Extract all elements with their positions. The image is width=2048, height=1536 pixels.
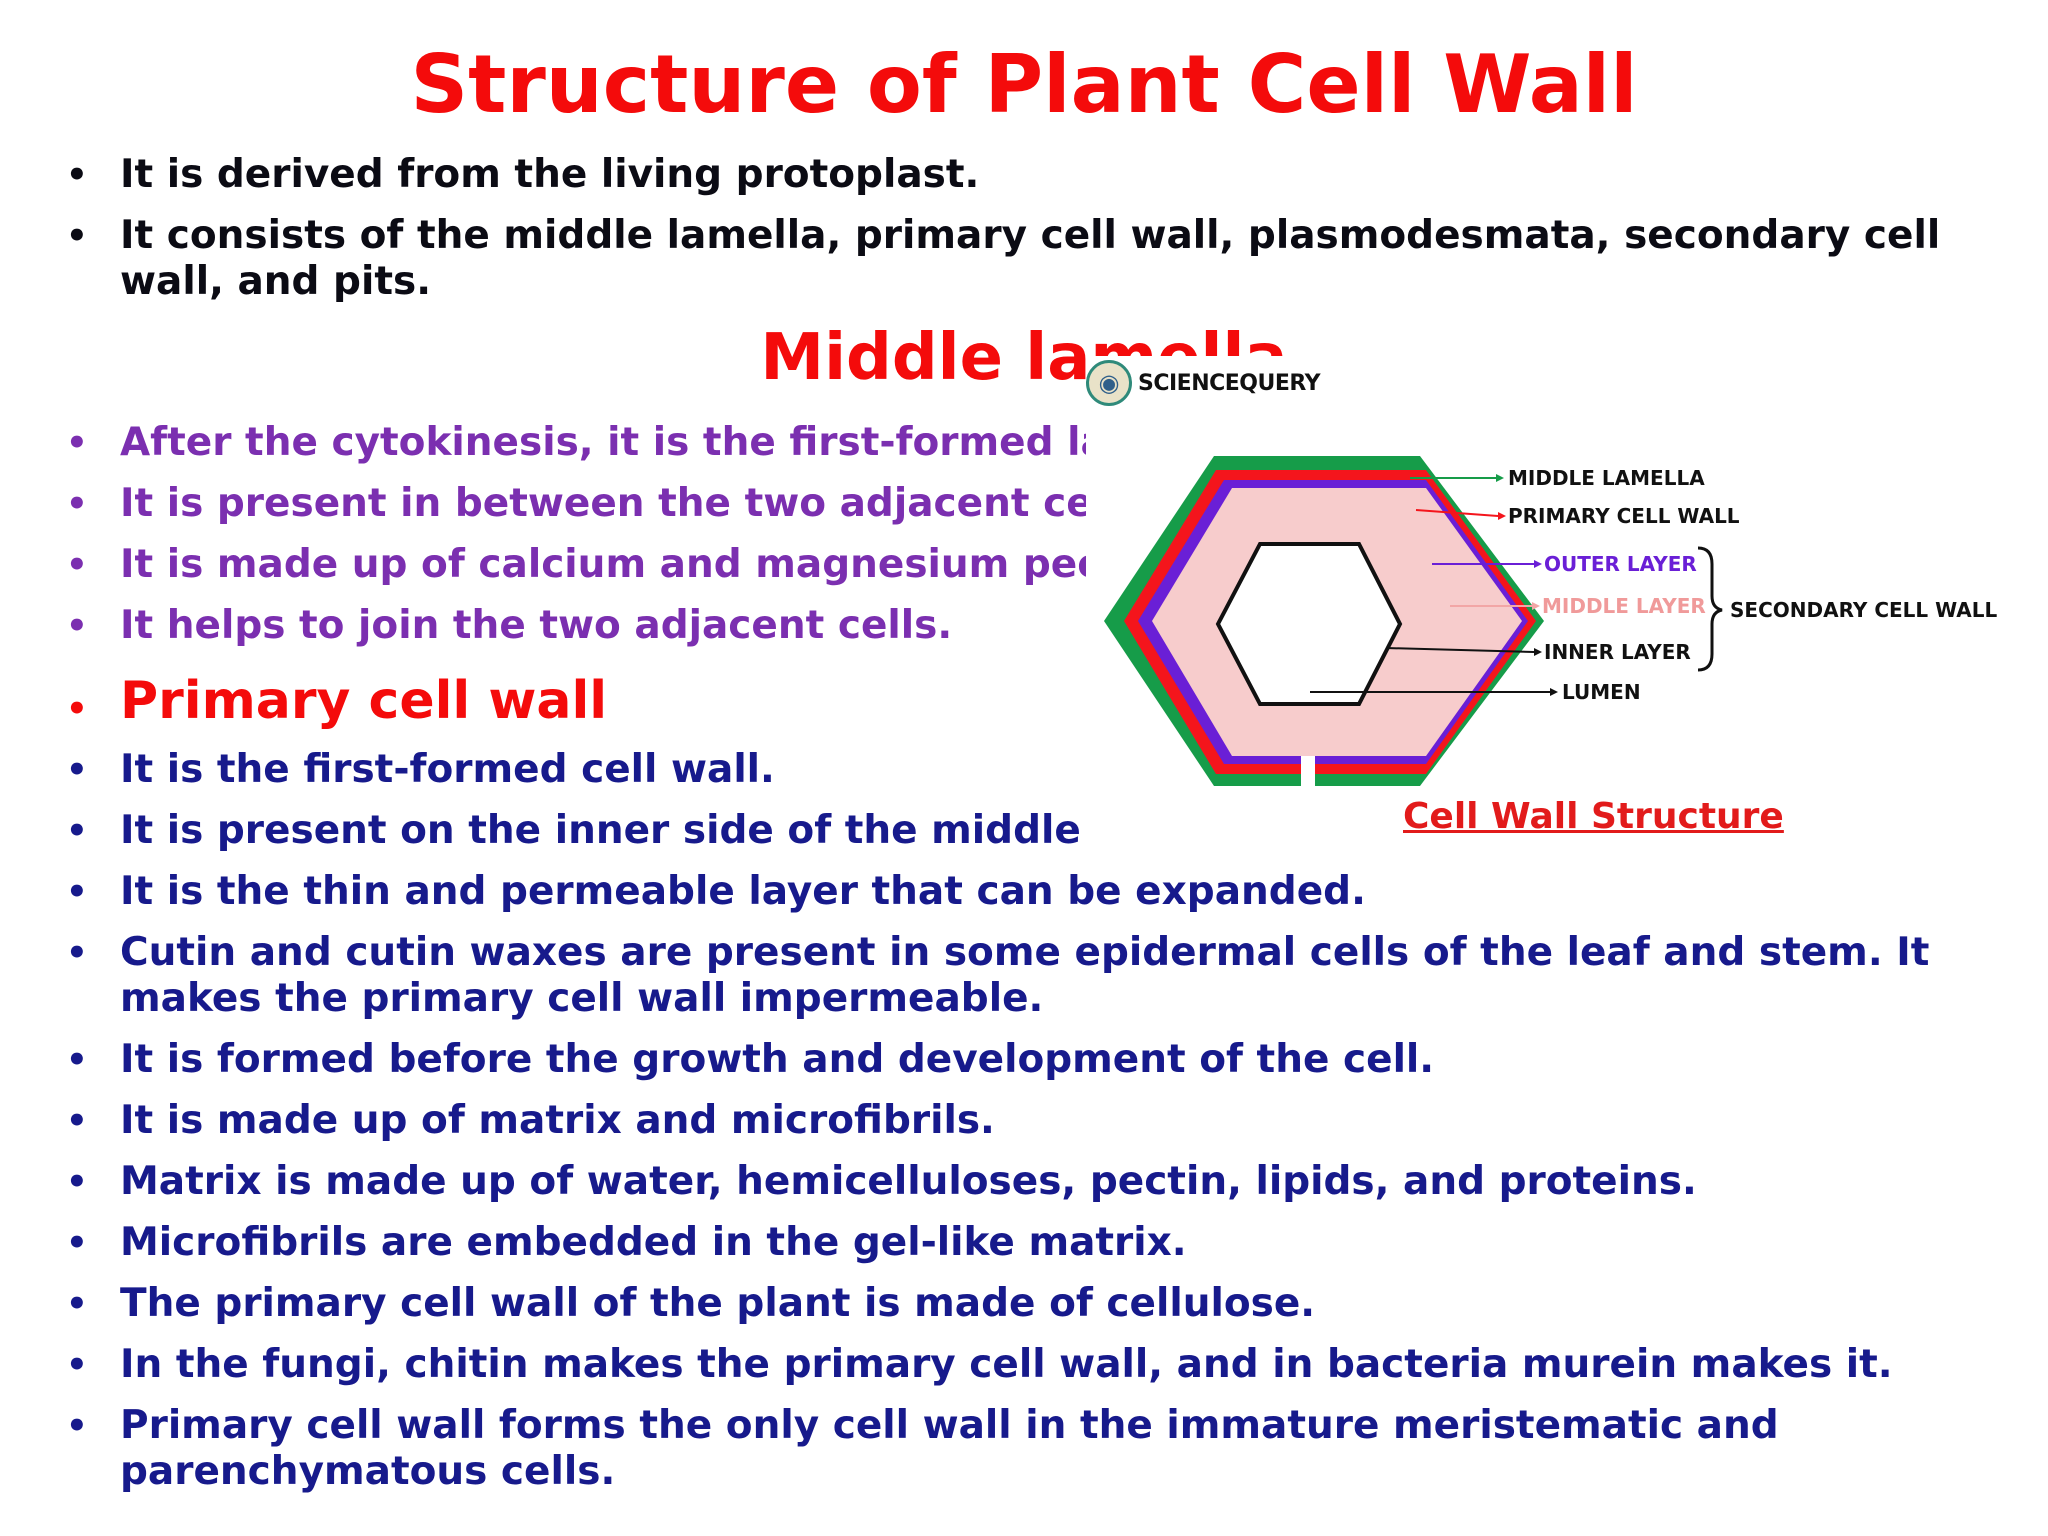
bullet-icon: • (66, 811, 88, 851)
bullet-icon: • (66, 606, 88, 646)
arrow-head-icon (1534, 560, 1542, 568)
sciencequery-logo: ◉ SCIENCEQUERY (1086, 356, 1321, 410)
primary-cell-wall-pointer (1415, 509, 1499, 517)
microscope-icon: ◉ (1086, 360, 1132, 406)
wall-gap (1301, 756, 1315, 792)
bullet-icon: • (66, 484, 88, 524)
list-item: •It is made up of matrix and microfibril… (66, 1098, 995, 1143)
lumen (1215, 542, 1403, 706)
arrow-head-icon (1534, 648, 1542, 656)
intro-list: •It is derived from the living protoplas… (0, 152, 1990, 320)
bullet-icon: • (66, 545, 88, 585)
inner-layer-pointer (1385, 647, 1535, 653)
page-title: Structure of Plant Cell Wall (410, 38, 1638, 131)
label-middle-layer: MIDDLE LAYER (1542, 594, 1706, 618)
label-primary-cell-wall: PRIMARY CELL WALL (1508, 504, 1740, 528)
list-item: •The primary cell wall of the plant is m… (66, 1281, 1316, 1326)
primary-cell-wall-list: •Primary cell wall •It is the first-form… (0, 670, 2020, 1510)
brace-icon (1697, 546, 1723, 672)
list-item: •It is made up of calcium and magnesium … (66, 542, 1120, 587)
list-item: •It is formed before the growth and deve… (66, 1037, 1435, 1082)
diagram-caption: Cell Wall Structure (1403, 796, 1784, 837)
arrow-head-icon (1496, 474, 1504, 482)
label-outer-layer: OUTER LAYER (1544, 552, 1697, 576)
list-item: •It is the thin and permeable layer that… (66, 869, 1366, 914)
bullet-icon: • (66, 1223, 88, 1263)
list-item: •It consists of the middle lamella, prim… (66, 213, 1941, 304)
bullet-icon: • (66, 1284, 88, 1324)
list-item: •It is present on the inner side of the … (66, 808, 1135, 853)
bullet-icon: • (66, 872, 88, 912)
bullet-icon: • (66, 216, 88, 256)
bullet-icon: • (66, 1406, 88, 1446)
primary-cell-wall-heading: •Primary cell wall (0, 670, 2020, 732)
arrow-head-icon (1550, 688, 1558, 696)
list-item: •After the cytokinesis, it is the first-… (66, 420, 1132, 465)
bullet-icon: • (66, 1101, 88, 1141)
label-inner-layer: INNER LAYER (1544, 640, 1691, 664)
cell-wall-svg (1104, 456, 1723, 792)
bullet-icon: • (66, 1162, 88, 1202)
arrow-head-icon (1498, 512, 1506, 520)
bullet-icon: • (66, 423, 88, 463)
label-middle-lamella: MIDDLE LAMELLA (1508, 466, 1705, 490)
bullet-icon: • (66, 750, 88, 790)
list-item: •In the fungi, chitin makes the primary … (66, 1342, 1893, 1387)
arrow-head-icon (1532, 602, 1540, 610)
list-item: •It helps to join the two adjacent cells… (66, 603, 953, 648)
list-item: •It is the first-formed cell wall. (66, 747, 775, 792)
label-secondary-cell-wall: SECONDARY CELL WALL (1730, 598, 1998, 622)
list-item: •Microfibrils are embedded in the gel-li… (66, 1220, 1187, 1265)
bullet-icon: • (66, 933, 88, 973)
list-item: •Matrix is made up of water, hemicellulo… (66, 1159, 1697, 1204)
cell-wall-diagram: ◉ SCIENCEQUERY MIDDLE LAMELLA PRIMARY CE… (1086, 356, 2020, 846)
list-item: •It is derived from the living protoplas… (66, 152, 980, 197)
list-item: •It is present in between the two adjace… (66, 481, 1143, 526)
list-item: •Primary cell wall forms the only cell w… (66, 1403, 1779, 1494)
label-lumen: LUMEN (1562, 680, 1641, 704)
bullet-icon: • (66, 1040, 88, 1080)
bullet-icon: • (66, 1345, 88, 1385)
bullet-icon: • (66, 689, 88, 729)
list-item: •Cutin and cutin waxes are present in so… (66, 930, 1930, 1021)
bullet-icon: • (66, 155, 88, 195)
middle-lamella-list: •After the cytokinesis, it is the first-… (0, 420, 1990, 664)
